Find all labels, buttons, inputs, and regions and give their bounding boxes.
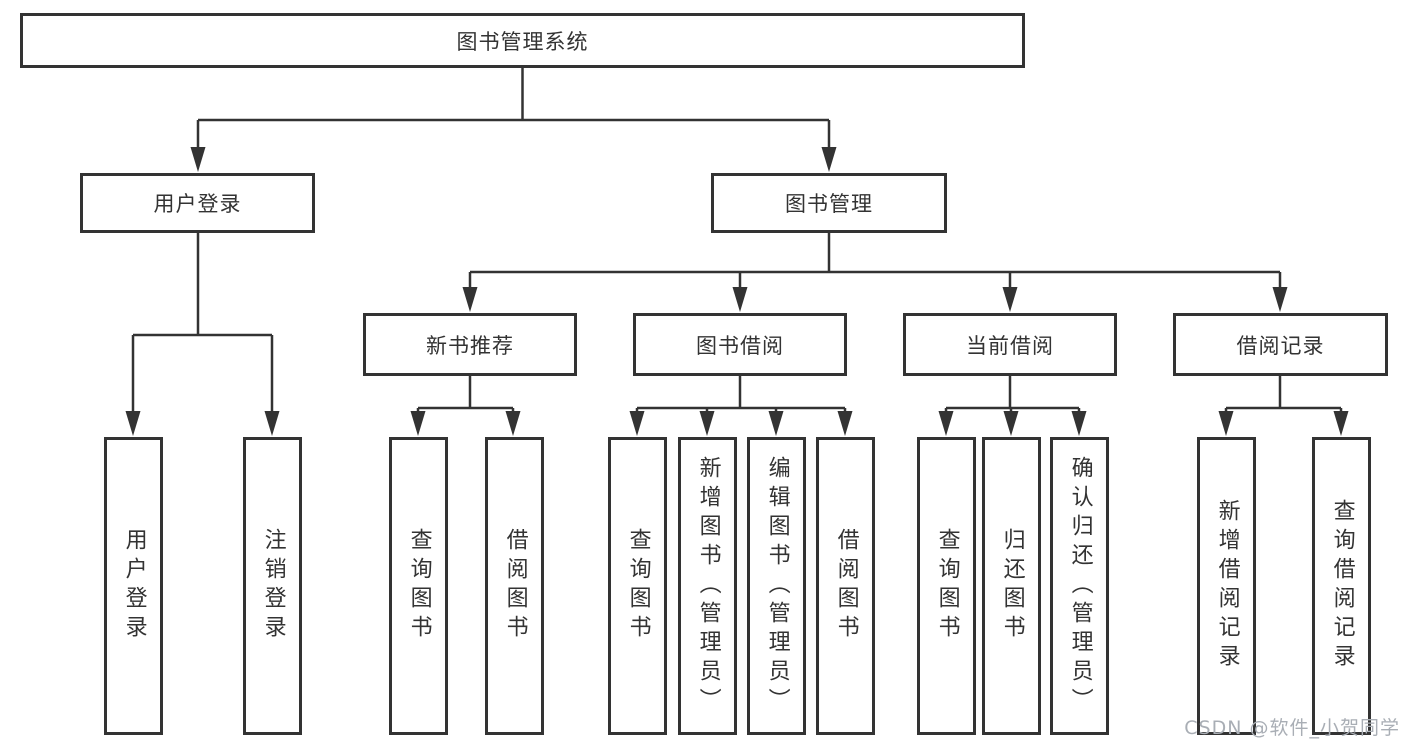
node-book-management: 图书管理 bbox=[711, 173, 947, 233]
arrowhead-down-icon bbox=[821, 147, 837, 172]
leaf-label: 归还图书 bbox=[999, 528, 1025, 644]
connector-line bbox=[1224, 376, 1343, 422]
leaf-logout-login: 注销登录 bbox=[243, 437, 302, 735]
leaf-user-login: 用户登录 bbox=[104, 437, 163, 735]
leaf-add-books-admin: 新增图书（管理员） bbox=[678, 437, 737, 735]
arrowhead-down-icon bbox=[1002, 287, 1018, 312]
leaf-label: 查询图书 bbox=[934, 528, 960, 644]
leaf-label: 查询借阅记录 bbox=[1329, 499, 1355, 673]
arrowhead-down-icon bbox=[125, 411, 141, 436]
connector-line bbox=[131, 233, 274, 422]
leaf-label: 确认归还（管理员） bbox=[1067, 455, 1093, 717]
arrowhead-down-icon bbox=[768, 411, 784, 436]
node-library-management-system: 图书管理系统 bbox=[20, 13, 1025, 68]
connector-line bbox=[416, 376, 515, 422]
arrowhead-down-icon bbox=[1333, 411, 1349, 436]
leaf-label: 借阅图书 bbox=[833, 528, 859, 644]
leaf-add-borrow-record: 新增借阅记录 bbox=[1197, 437, 1256, 735]
node-book-borrowing: 图书借阅 bbox=[633, 313, 847, 376]
arrowhead-down-icon bbox=[1003, 411, 1019, 436]
arrowhead-down-icon bbox=[264, 411, 280, 436]
leaf-label: 借阅图书 bbox=[502, 528, 528, 644]
leaf-label: 新增图书（管理员） bbox=[695, 455, 721, 717]
connector-line bbox=[196, 68, 831, 158]
leaf-confirm-return-admin: 确认归还（管理员） bbox=[1050, 437, 1109, 735]
arrowhead-down-icon bbox=[629, 411, 645, 436]
leaf-query-books-recommend: 查询图书 bbox=[389, 437, 448, 735]
node-user-login: 用户登录 bbox=[80, 173, 315, 233]
arrowhead-down-icon bbox=[837, 411, 853, 436]
leaf-label: 查询图书 bbox=[406, 528, 432, 644]
arrowhead-down-icon bbox=[938, 411, 954, 436]
leaf-return-books: 归还图书 bbox=[982, 437, 1041, 735]
leaf-label: 查询图书 bbox=[625, 528, 651, 644]
node-current-borrowing: 当前借阅 bbox=[903, 313, 1117, 376]
leaf-label: 注销登录 bbox=[260, 528, 286, 644]
leaf-query-borrow-record: 查询借阅记录 bbox=[1312, 437, 1371, 735]
arrowhead-down-icon bbox=[1218, 411, 1234, 436]
node-borrowing-records: 借阅记录 bbox=[1173, 313, 1388, 376]
watermark: CSDN @软件_小贺同学 bbox=[1184, 717, 1400, 739]
leaf-label: 用户登录 bbox=[121, 528, 147, 644]
leaf-label: 编辑图书（管理员） bbox=[764, 455, 790, 717]
arrowhead-down-icon bbox=[462, 287, 478, 312]
leaf-borrow-books: 借阅图书 bbox=[816, 437, 875, 735]
connector-line bbox=[635, 376, 847, 422]
leaf-query-books-borrow: 查询图书 bbox=[608, 437, 667, 735]
leaf-edit-books-admin: 编辑图书（管理员） bbox=[747, 437, 806, 735]
leaf-label: 新增借阅记录 bbox=[1214, 499, 1240, 673]
arrowhead-down-icon bbox=[1071, 411, 1087, 436]
arrowhead-down-icon bbox=[699, 411, 715, 436]
arrowhead-down-icon bbox=[1272, 287, 1288, 312]
connector-line bbox=[468, 233, 1282, 298]
node-new-book-recommendation: 新书推荐 bbox=[363, 313, 577, 376]
arrowhead-down-icon bbox=[190, 147, 206, 172]
arrowhead-down-icon bbox=[410, 411, 426, 436]
arrowhead-down-icon bbox=[732, 287, 748, 312]
leaf-query-books-current: 查询图书 bbox=[917, 437, 976, 735]
leaf-borrow-books-recommend: 借阅图书 bbox=[485, 437, 544, 735]
arrowhead-down-icon bbox=[505, 411, 521, 436]
